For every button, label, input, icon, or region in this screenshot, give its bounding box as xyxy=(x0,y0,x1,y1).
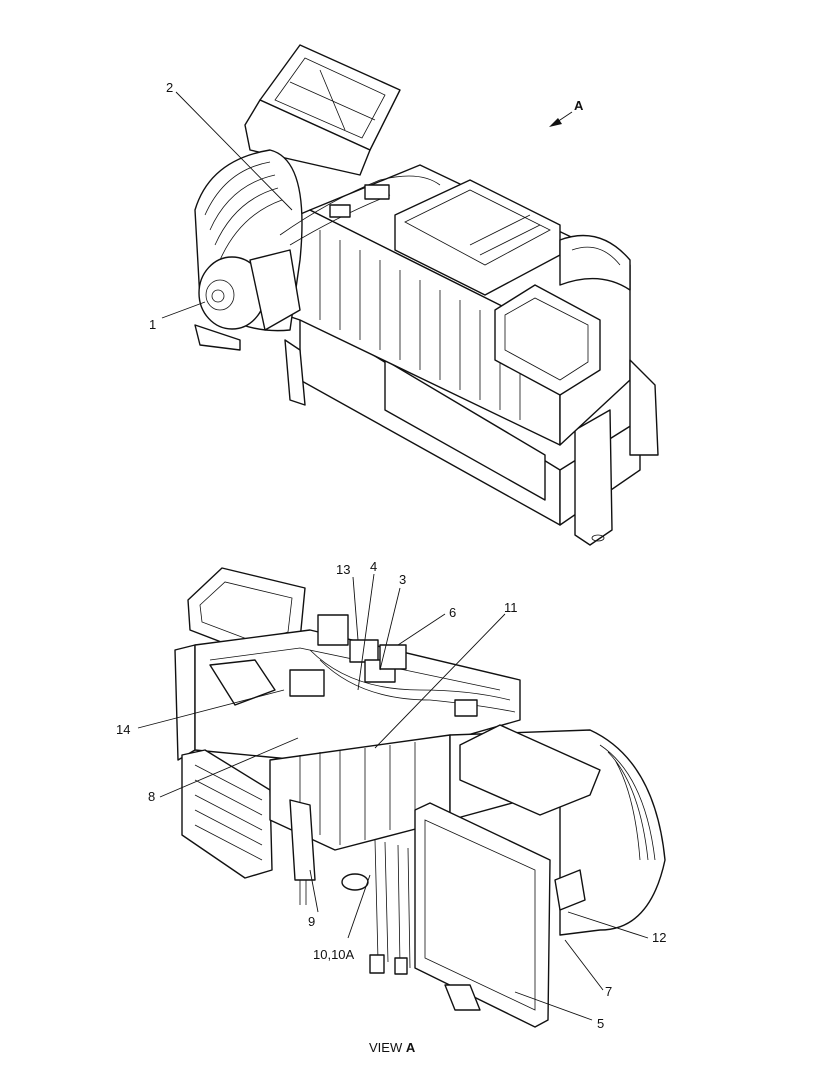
arrow-letter: A xyxy=(574,98,584,113)
view-caption-letter: A xyxy=(406,1040,416,1055)
bottom-leader-lines xyxy=(137,573,649,1021)
callout-2: 2 xyxy=(166,80,173,95)
callout-9: 9 xyxy=(308,914,315,929)
callout-6: 6 xyxy=(449,605,456,620)
callout-3: 3 xyxy=(399,572,406,587)
callout-8: 8 xyxy=(148,789,155,804)
callout-14: 14 xyxy=(116,722,130,737)
callout-12: 12 xyxy=(652,930,666,945)
callout-5: 5 xyxy=(597,1016,604,1031)
callout-7: 7 xyxy=(605,984,612,999)
view-a-arrow: A xyxy=(549,98,584,127)
callout-13: 13 xyxy=(336,562,350,577)
callout-11: 11 xyxy=(504,600,518,615)
top-leader-lines xyxy=(161,91,293,319)
callout-4: 4 xyxy=(370,559,377,574)
callout-labels: 1 2 13 4 3 6 11 14 8 9 10,10A 12 7 5 xyxy=(116,80,666,1031)
top-hvac-assembly xyxy=(194,44,659,546)
view-caption: VIEW A xyxy=(369,1040,416,1055)
callout-10-10a: 10,10A xyxy=(313,947,355,962)
callout-1: 1 xyxy=(149,317,156,332)
view-caption-prefix: VIEW xyxy=(369,1040,406,1055)
bottom-hvac-assembly xyxy=(174,567,666,1028)
